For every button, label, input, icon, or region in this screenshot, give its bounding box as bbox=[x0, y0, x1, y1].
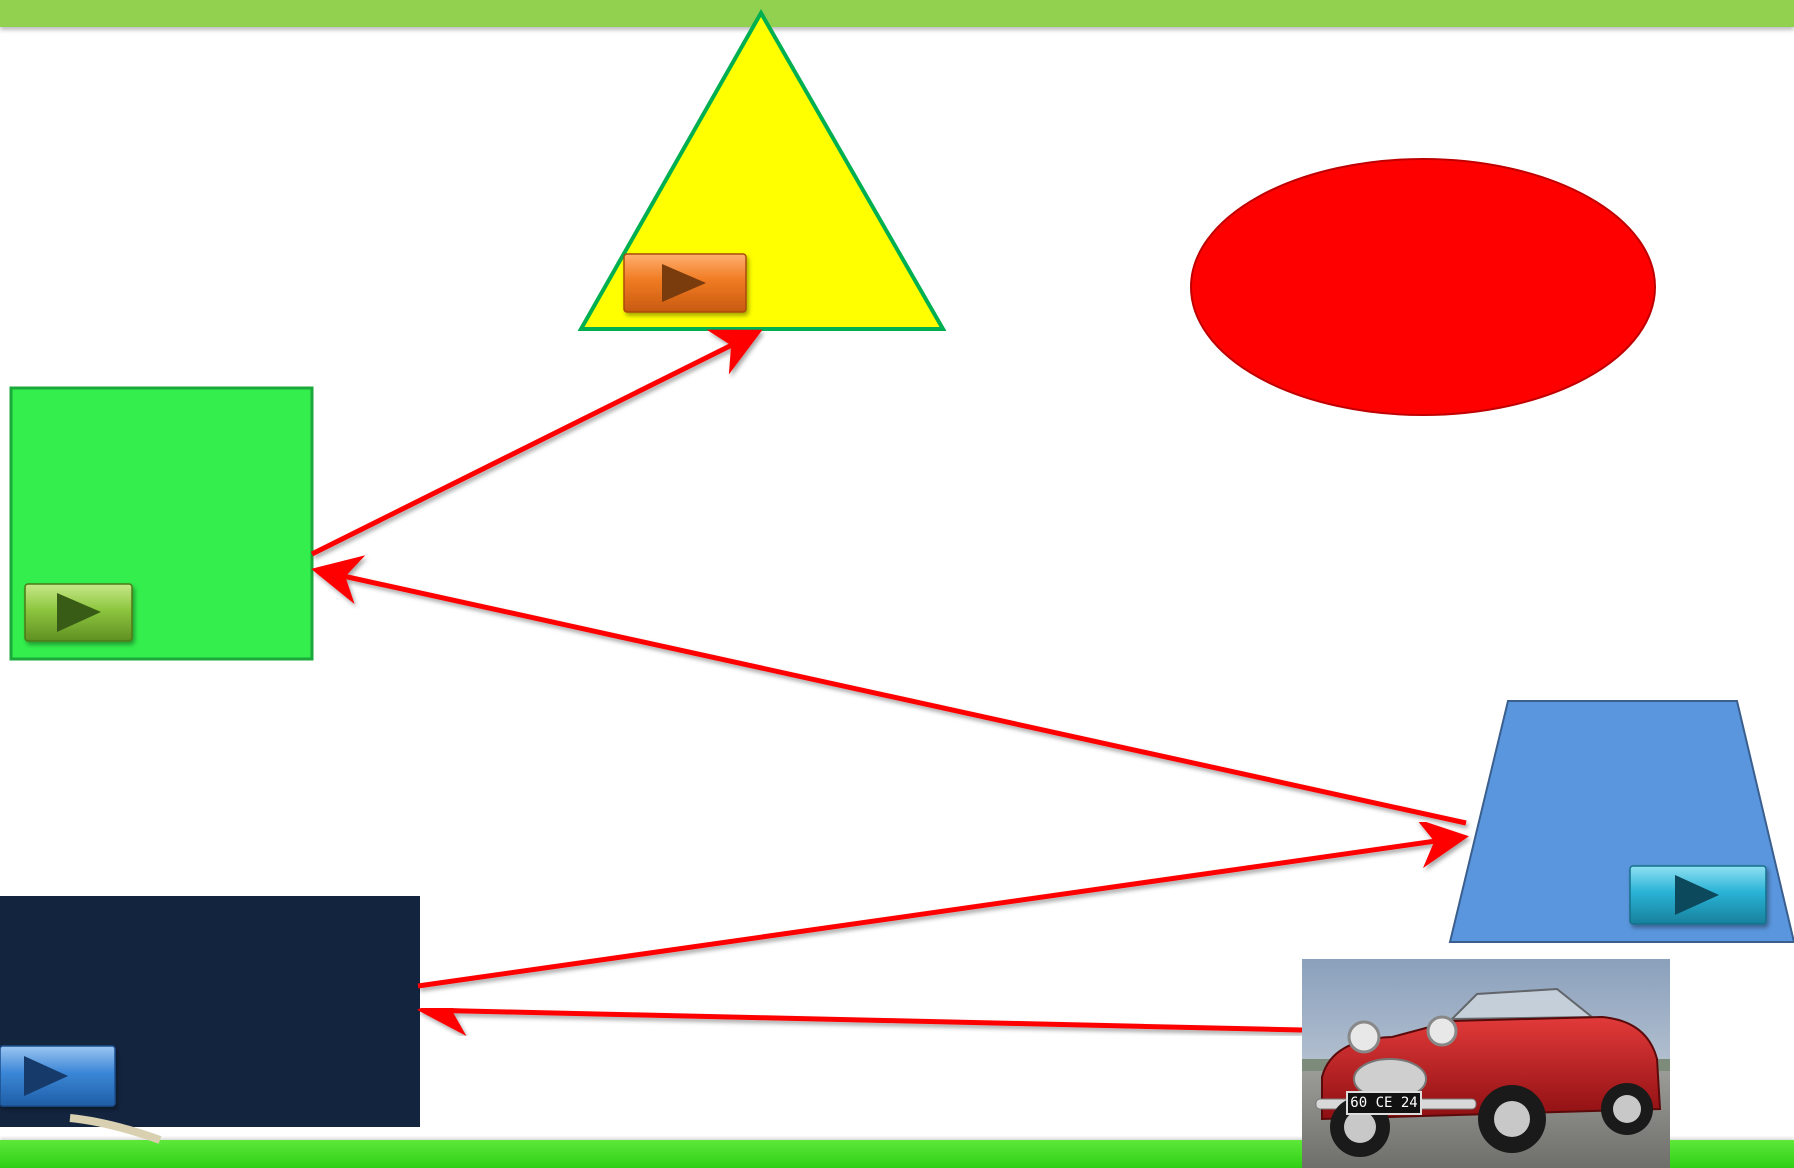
car-illustration bbox=[1302, 959, 1670, 1168]
blue-play-button[interactable] bbox=[0, 1045, 116, 1107]
arrow-car-to-navy bbox=[417, 986, 1303, 1037]
car-photo: 60 CE 24 bbox=[1302, 959, 1670, 1168]
arrow-square-to-triangle bbox=[310, 329, 763, 557]
scroll-decoration bbox=[69, 1114, 162, 1144]
yellow-triangle bbox=[577, 8, 947, 331]
play-icon bbox=[662, 264, 706, 302]
green-play-button[interactable] bbox=[24, 583, 133, 642]
top-banner bbox=[0, 0, 1794, 27]
teal-play-button[interactable] bbox=[1629, 865, 1767, 925]
play-icon bbox=[57, 593, 101, 632]
arrow-trapezoid-to-square bbox=[311, 555, 1467, 826]
license-plate: 60 CE 24 bbox=[1346, 1091, 1422, 1115]
red-ellipse bbox=[1190, 158, 1656, 416]
play-icon bbox=[24, 1056, 68, 1096]
play-icon bbox=[1675, 875, 1719, 915]
arrow-navy-to-trapezoid bbox=[417, 818, 1469, 989]
orange-play-button[interactable] bbox=[623, 253, 747, 313]
